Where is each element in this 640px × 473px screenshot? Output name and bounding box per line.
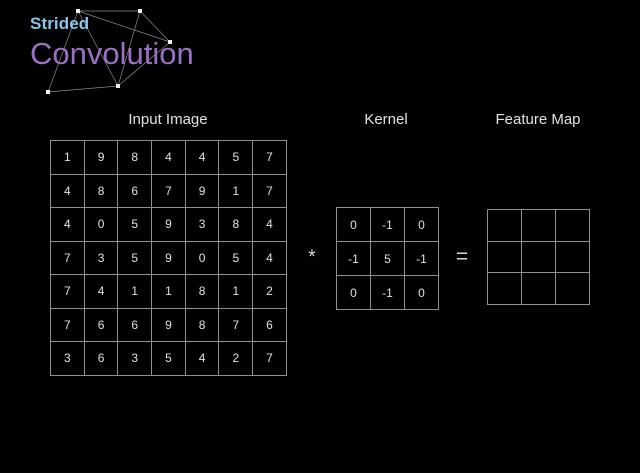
matrix-cell: 0 (337, 208, 371, 242)
matrix-cell: 9 (152, 208, 186, 242)
matrix-cell: 7 (253, 141, 287, 175)
matrix-cell: 5 (219, 241, 254, 275)
matrix-cell: 7 (51, 308, 85, 342)
matrix-cell: 4 (185, 342, 220, 376)
convolution-operator: * (308, 247, 316, 268)
feature-map-matrix (487, 209, 590, 305)
title-eyebrow: Strided (30, 14, 90, 33)
equals-operator: = (455, 245, 469, 268)
matrix-cell: 7 (51, 241, 85, 275)
matrix-cell (522, 210, 556, 242)
matrix-cell: 4 (51, 208, 85, 242)
matrix-cell: 2 (219, 342, 254, 376)
matrix-cell: 7 (152, 174, 186, 208)
matrix-cell: 8 (118, 141, 153, 175)
matrix-cell: -1 (371, 276, 405, 310)
matrix-cell (556, 273, 590, 305)
matrix-cell: 8 (185, 275, 220, 309)
matrix-cell: 4 (185, 141, 220, 175)
matrix-cell (488, 241, 522, 273)
network-node (46, 90, 50, 94)
matrix-cell: 3 (185, 208, 220, 242)
matrix-cell: 9 (84, 141, 119, 175)
matrix-cell: 5 (118, 208, 153, 242)
matrix-cell: 6 (84, 308, 119, 342)
matrix-cell (488, 210, 522, 242)
matrix-cell: 7 (219, 308, 254, 342)
matrix-cell: 9 (152, 308, 186, 342)
matrix-cell: 1 (219, 275, 254, 309)
network-node (116, 84, 120, 88)
matrix-cell: 8 (84, 174, 119, 208)
matrix-cell: 4 (51, 174, 85, 208)
matrix-cell: 1 (152, 275, 186, 309)
matrix-cell: 5 (118, 241, 153, 275)
matrix-cell (556, 241, 590, 273)
network-edge (47, 85, 119, 93)
matrix-cell: 4 (84, 275, 119, 309)
matrix-cell: 5 (371, 242, 405, 276)
matrix-cell (522, 241, 556, 273)
matrix-cell: 5 (152, 342, 186, 376)
matrix-cell: 9 (152, 241, 186, 275)
network-node (76, 9, 80, 13)
matrix-cell: 7 (51, 275, 85, 309)
matrix-cell: 6 (84, 342, 119, 376)
matrix-cell: 2 (253, 275, 287, 309)
matrix-cell: 0 (337, 276, 371, 310)
title-block: Strided Convolution (30, 14, 350, 73)
matrix-cell: 0 (405, 208, 439, 242)
matrix-cell: 1 (51, 141, 85, 175)
matrix-cell: 4 (253, 208, 287, 242)
matrix-cell: 1 (118, 275, 153, 309)
matrix-cell: 8 (219, 208, 254, 242)
matrix-cell: 6 (118, 174, 153, 208)
matrix-cell: 0 (405, 276, 439, 310)
matrix-cell: 8 (185, 308, 220, 342)
matrix-cell: 0 (84, 208, 119, 242)
matrix-cell (522, 273, 556, 305)
matrix-cell: 9 (185, 174, 220, 208)
matrix-cell: 4 (152, 141, 186, 175)
matrix-cell: 7 (253, 342, 287, 376)
page-title: Convolution (30, 36, 194, 71)
matrix-cell (556, 210, 590, 242)
matrix-cell: 6 (253, 308, 287, 342)
label-input-image: Input Image (128, 111, 208, 128)
matrix-cell: 1 (219, 174, 254, 208)
matrix-cell: 3 (51, 342, 85, 376)
matrix-cell (488, 273, 522, 305)
matrix-cell: 4 (253, 241, 287, 275)
matrix-cell: 0 (185, 241, 220, 275)
matrix-cell: -1 (405, 242, 439, 276)
matrix-cell: 6 (118, 308, 153, 342)
network-node (138, 9, 142, 13)
matrix-cell: 7 (253, 174, 287, 208)
matrix-cell: -1 (337, 242, 371, 276)
label-kernel: Kernel (364, 111, 408, 128)
matrix-cell: 5 (219, 141, 254, 175)
matrix-cell: 3 (84, 241, 119, 275)
matrix-cell: -1 (371, 208, 405, 242)
label-feature-map: Feature Map (495, 111, 581, 128)
matrix-cell: 3 (118, 342, 153, 376)
